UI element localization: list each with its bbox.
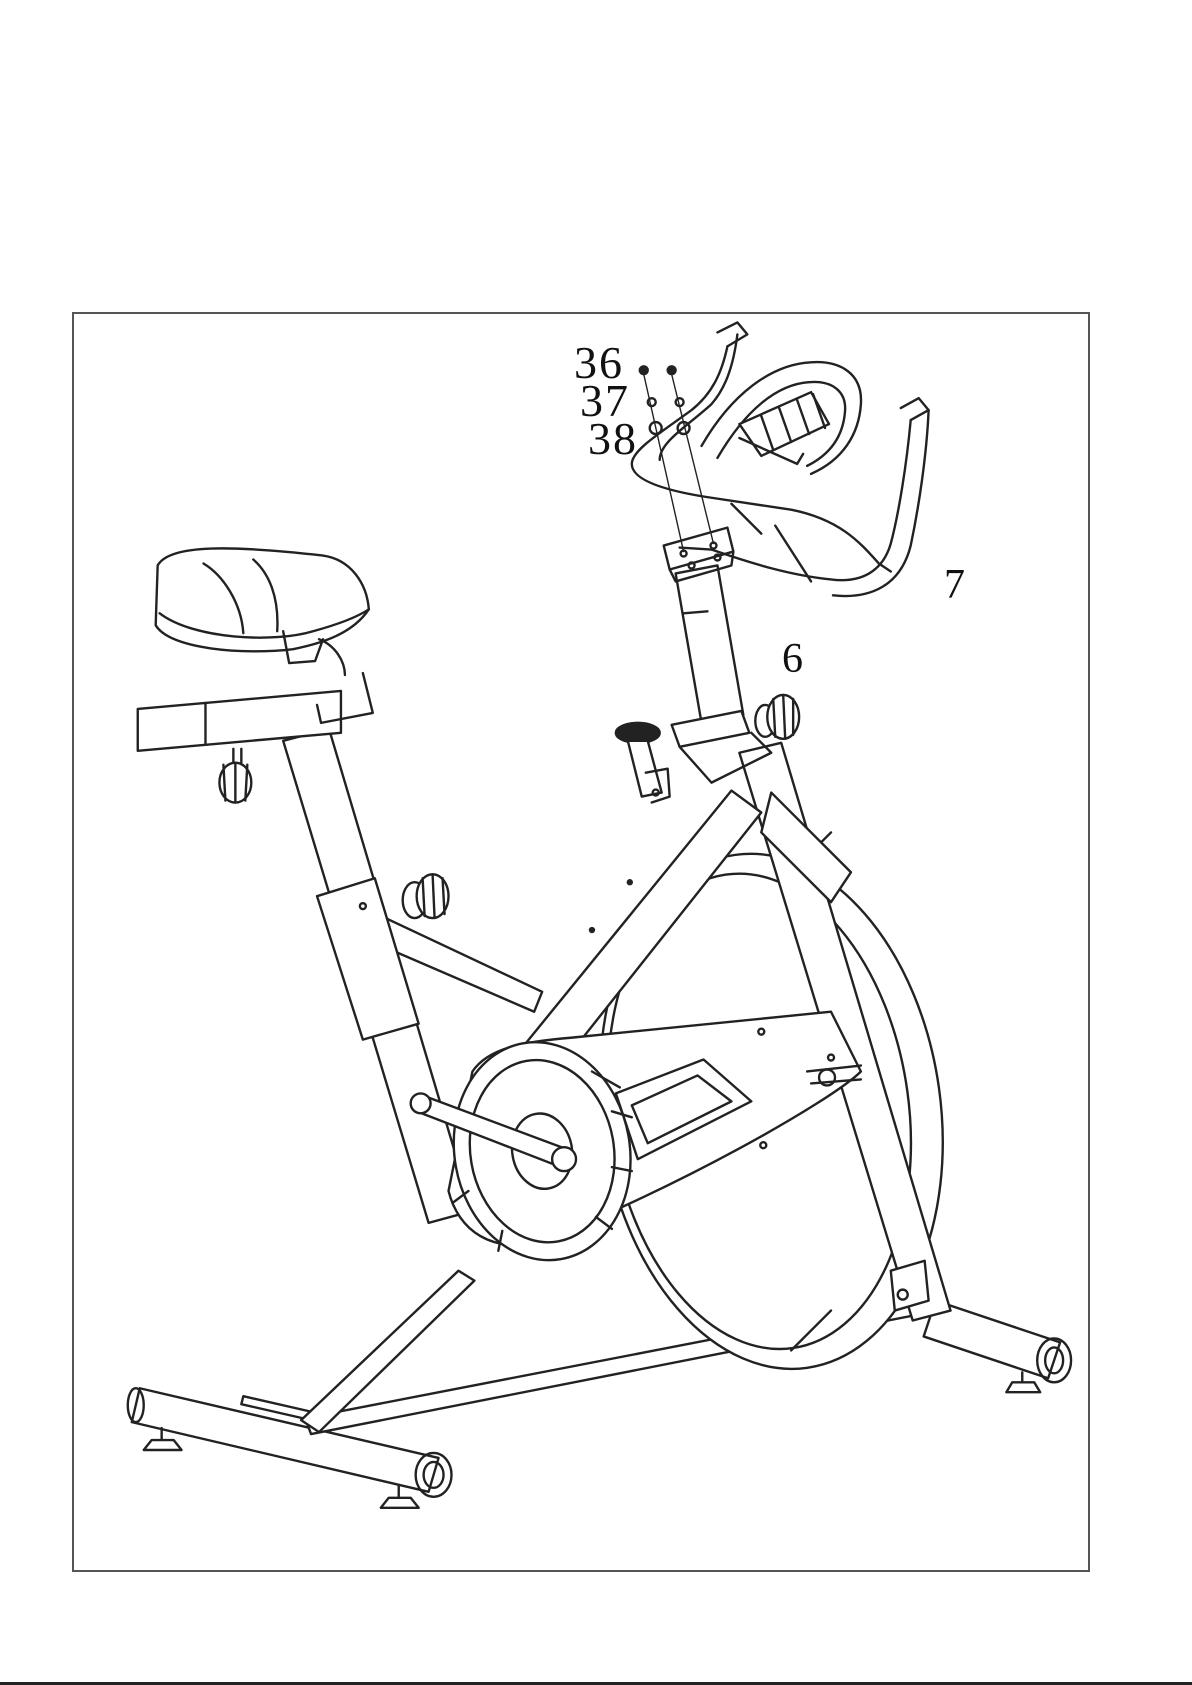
handlebar-adjust-knob [755,695,799,739]
assembly-diagram-frame: 36 37 38 7 6 [72,312,1090,1572]
callout-38: 38 [588,416,638,462]
front-stabilizer-tube [924,1301,1071,1393]
exercise-bike-drawing [74,314,1088,1570]
callout-6: 6 [782,638,803,680]
resistance-knob [616,723,670,803]
callout-7: 7 [944,564,965,606]
saddle [156,548,369,675]
seat-adjust-knob [403,874,449,918]
hardware-set [640,366,714,551]
